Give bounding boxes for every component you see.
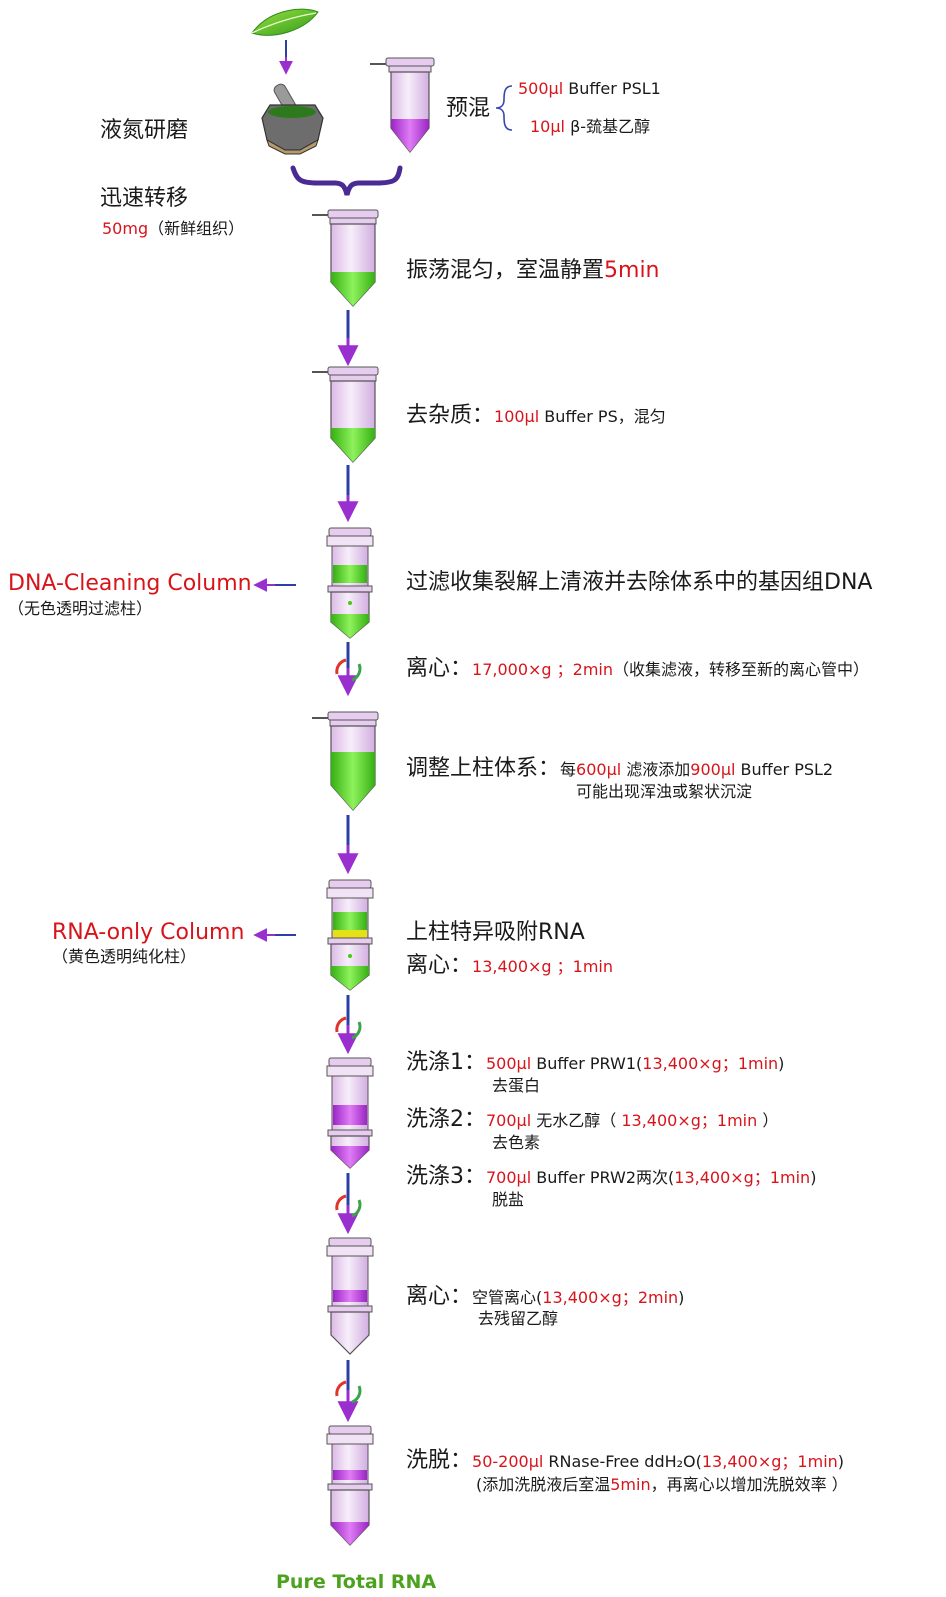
step-bind-spin: 离心：13,400×g ；1min — [406, 953, 613, 978]
centrifuge-icon — [335, 642, 362, 697]
adjust-amount-1: 600μl — [576, 760, 622, 779]
wash-1-purpose: 去蛋白 — [492, 1076, 541, 1095]
centrifuge-icon — [335, 1360, 362, 1423]
elution-note-time: 5min — [610, 1475, 651, 1494]
adjust-reagent: Buffer PSL2 — [735, 760, 834, 779]
tube-icon — [312, 366, 379, 463]
elution-close: ) — [837, 1452, 845, 1471]
centrifuge-icon — [335, 1173, 362, 1235]
leaf-icon — [251, 8, 319, 36]
adjust-prefix: 每 — [560, 760, 577, 779]
elution-note-a: (添加洗脱液后室温 — [476, 1475, 611, 1494]
column-icon — [326, 1425, 374, 1546]
wash-1-close: ) — [778, 1054, 785, 1073]
brace-icon — [495, 85, 513, 131]
step-vortex-text: 振荡混匀，室温静置 — [406, 258, 605, 283]
tube-icon — [312, 711, 379, 811]
elution-note-b: ，再离心以增加洗脱效率 ） — [650, 1475, 848, 1494]
spin-1-note: （收集滤液，转移至新的离心管中） — [613, 660, 870, 679]
dry-spin-params: 13,400×g；2min — [542, 1288, 679, 1307]
wash-1: 洗涤1：500μl Buffer PRW1(13,400×g；1min) — [406, 1050, 784, 1075]
elution-params: 13,400×g；1min — [701, 1452, 838, 1471]
wash-3-reagent: Buffer PRW2两次( — [531, 1168, 675, 1187]
step-vortex-time: 5min — [604, 258, 660, 283]
step-impurity-label: 去杂质： — [406, 403, 495, 428]
step-impurity-text: Buffer PS，混匀 — [544, 407, 666, 426]
elution-label: 洗脱： — [406, 1448, 473, 1473]
transfer-amount: 50mg — [102, 219, 149, 238]
elution: 洗脱：50-200μl RNase-Free ddH₂O(13,400×g；1m… — [406, 1448, 844, 1473]
dry-spin: 离心：空管离心(13,400×g；2min) — [406, 1284, 684, 1309]
spin-1-label: 离心： — [406, 656, 473, 681]
rna-column-desc: （黄色透明纯化柱） — [52, 947, 197, 966]
wash-3-close: ) — [810, 1168, 817, 1187]
transfer-detail: 50mg（新鲜组织） — [102, 219, 245, 238]
step-impurity-amount: 100μl — [494, 407, 540, 426]
bind-spin-params: 13,400×g ；1min — [472, 957, 614, 976]
elution-reagent: RNase-Free ddH₂O( — [543, 1452, 702, 1471]
dry-spin-purpose: 去残留乙醇 — [478, 1309, 559, 1328]
wash-3-params: 13,400×g；1min — [674, 1168, 811, 1187]
step-adjust: 调整上柱体系：每600μl 滤液添加900μl Buffer PSL2 — [406, 756, 833, 781]
wash-1-reagent: Buffer PRW1( — [531, 1054, 643, 1073]
wash-3: 洗涤3：700μl Buffer PRW2两次(13,400×g；1min) — [406, 1164, 816, 1189]
adjust-label: 调整上柱体系： — [406, 756, 561, 781]
wash-2-label: 洗涤2： — [406, 1107, 486, 1132]
result-label: Pure Total RNA — [276, 1571, 437, 1593]
wash-2-params: 13,400×g；1min — [621, 1111, 758, 1130]
column-icon — [326, 527, 374, 639]
centrifuge-icon — [335, 995, 362, 1055]
wash-2: 洗涤2：700μl 无水乙醇（ 13,400×g；1min ） — [406, 1107, 778, 1132]
wash-1-amount: 500μl — [486, 1054, 532, 1073]
wash-2-amount: 700μl — [486, 1111, 532, 1130]
adjust-mid: 滤液添加 — [621, 760, 691, 779]
wash-2-purpose: 去色素 — [492, 1133, 541, 1152]
premix-amount-2: 10μl — [530, 117, 565, 136]
brace-icon — [290, 165, 403, 196]
transfer-note: （新鲜组织） — [148, 219, 245, 238]
wash-3-label: 洗涤3： — [406, 1164, 486, 1189]
step-spin-1: 离心：17,000×g ；2min（收集滤液，转移至新的离心管中） — [406, 656, 869, 681]
premix-reagent-2: β-巯基乙醇 — [570, 117, 651, 136]
transfer-label: 迅速转移 — [100, 186, 189, 211]
wash-2-reagent: 无水乙醇（ — [531, 1111, 622, 1130]
elution-amount: 50-200μl — [472, 1452, 544, 1471]
dna-column-name: DNA-Cleaning Column — [8, 571, 252, 596]
dry-spin-label: 离心： — [406, 1284, 473, 1309]
wash-2-close: ） — [757, 1111, 779, 1130]
premix-label: 预混 — [446, 96, 491, 121]
column-icon — [326, 879, 374, 991]
premix-line-1: 500μl Buffer PSL1 — [518, 79, 661, 98]
adjust-amount-2: 900μl — [690, 760, 736, 779]
elution-note: (添加洗脱液后室温5min，再离心以增加洗脱效率 ） — [476, 1475, 848, 1494]
bind-spin-label: 离心： — [406, 953, 473, 978]
adjust-note: 可能出现浑浊或絮状沉淀 — [576, 782, 753, 801]
column-icon — [326, 1237, 374, 1355]
dry-spin-text: 空管离心( — [472, 1288, 543, 1307]
wash-1-params: 13,400×g；1min — [642, 1054, 779, 1073]
wash-3-amount: 700μl — [486, 1168, 532, 1187]
column-icon — [326, 1057, 374, 1169]
step-vortex: 振荡混匀，室温静置5min — [406, 258, 660, 283]
dry-spin-close: ) — [678, 1288, 685, 1307]
rna-column-name: RNA-only Column — [52, 920, 245, 945]
premix-amount-1: 500μl — [518, 79, 564, 98]
premix-line-2: 10μl β-巯基乙醇 — [530, 117, 651, 136]
wash-3-purpose: 脱盐 — [492, 1190, 525, 1209]
wash-1-label: 洗涤1： — [406, 1050, 486, 1075]
spin-1-params: 17,000×g ；2min — [472, 660, 614, 679]
tube-icon — [370, 57, 435, 153]
premix-reagent-1: Buffer PSL1 — [568, 79, 661, 98]
dna-column-desc: （无色透明过滤柱） — [8, 599, 153, 618]
step-bind: 上柱特异吸附RNA — [406, 920, 585, 945]
step-filter: 过滤收集裂解上清液并去除体系中的基因组DNA — [406, 570, 873, 595]
tube-icon — [312, 209, 379, 307]
mortar-pestle-icon — [261, 83, 324, 155]
step-impurity: 去杂质：100μl Buffer PS，混匀 — [406, 403, 666, 428]
grinding-label: 液氮研磨 — [100, 118, 189, 143]
